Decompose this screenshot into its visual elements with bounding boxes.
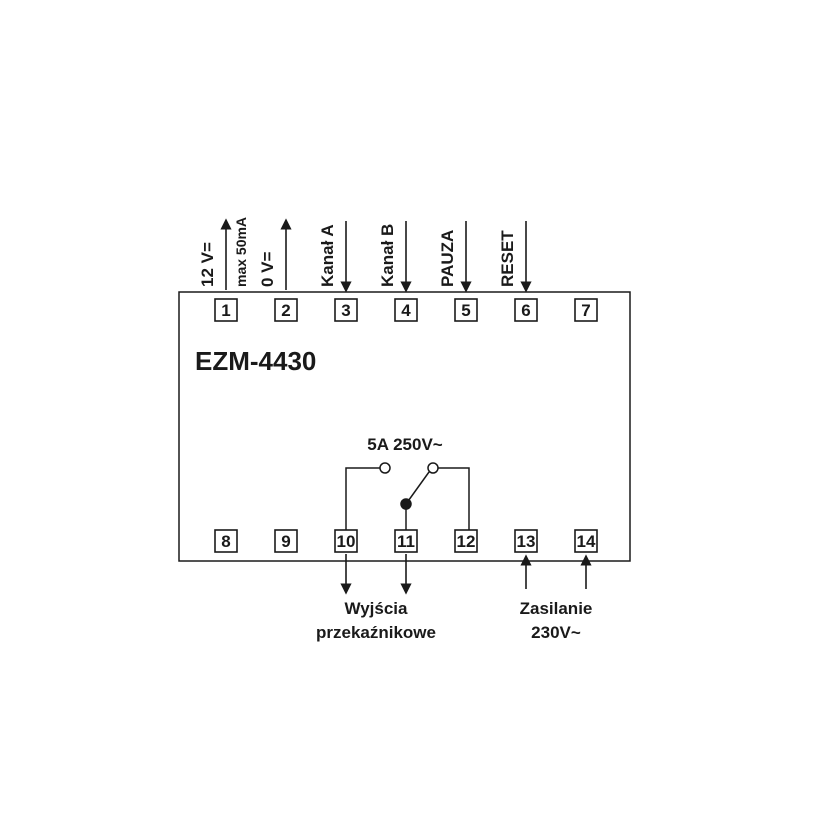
terminal-2-box [274,298,298,322]
relay-outputs-label-line2: przekaźnikowe [316,623,436,642]
terminal-5-box [454,298,478,322]
terminal-9-box [274,529,298,553]
terminal-2-signal-label: 0 V= [258,251,277,287]
terminal-1-signal-label: 12 V= [198,242,217,287]
terminal-5-number: 5 [461,301,470,320]
power-supply-label-line2: 230V~ [531,623,581,642]
terminal-12-number: 12 [457,532,476,551]
terminal-12-box [454,529,478,553]
terminal-14-number: 14 [577,532,596,551]
relay-wire-12 [438,467,470,530]
power-supply-label-line1: Zasilanie [520,599,593,618]
model-label: EZM-4430 [195,346,316,376]
terminal-1-note-label: max 50mA [233,217,249,287]
relay-switch-blade [405,471,430,505]
relay-wire-10 [345,467,380,530]
terminal-8-number: 8 [221,532,230,551]
terminal-4-number: 4 [401,301,411,320]
terminal-2-number: 2 [281,301,290,320]
terminal-11-number: 11 [397,532,415,551]
relay-rating: 5A 250V~ [367,435,443,454]
terminal-7-box [574,298,598,322]
terminal-1-box [214,298,238,322]
terminal-7-number: 7 [581,301,590,320]
terminal-1-number: 1 [221,301,230,320]
terminal-4-signal-label: Kanał B [378,224,397,287]
terminal-13-box [514,529,538,553]
relay-no-contact [427,462,439,474]
device-housing [178,291,631,562]
terminal-13-number: 13 [517,532,536,551]
terminal-6-signal-label: RESET [498,230,517,287]
terminal-5-signal-label: PAUZA [438,230,457,287]
terminal-8-box [214,529,238,553]
relay-nc-contact [379,462,391,474]
terminal-3-box [334,298,358,322]
terminal-14-box [574,529,598,553]
terminal-6-number: 6 [521,301,530,320]
relay-contact [345,462,470,530]
terminal-9-number: 9 [281,532,290,551]
terminal-3-signal-label: Kanał A [318,224,337,287]
relay-outputs-label-line1: Wyjścia [344,599,408,618]
bottom-terminal-row: 8 9 10 11 12 13 14 [214,529,598,595]
terminal-3-number: 3 [341,301,350,320]
terminal-6-box [514,298,538,322]
terminal-4-box [394,298,418,322]
terminal-10-number: 10 [337,532,356,551]
relay-pivot [400,498,412,510]
